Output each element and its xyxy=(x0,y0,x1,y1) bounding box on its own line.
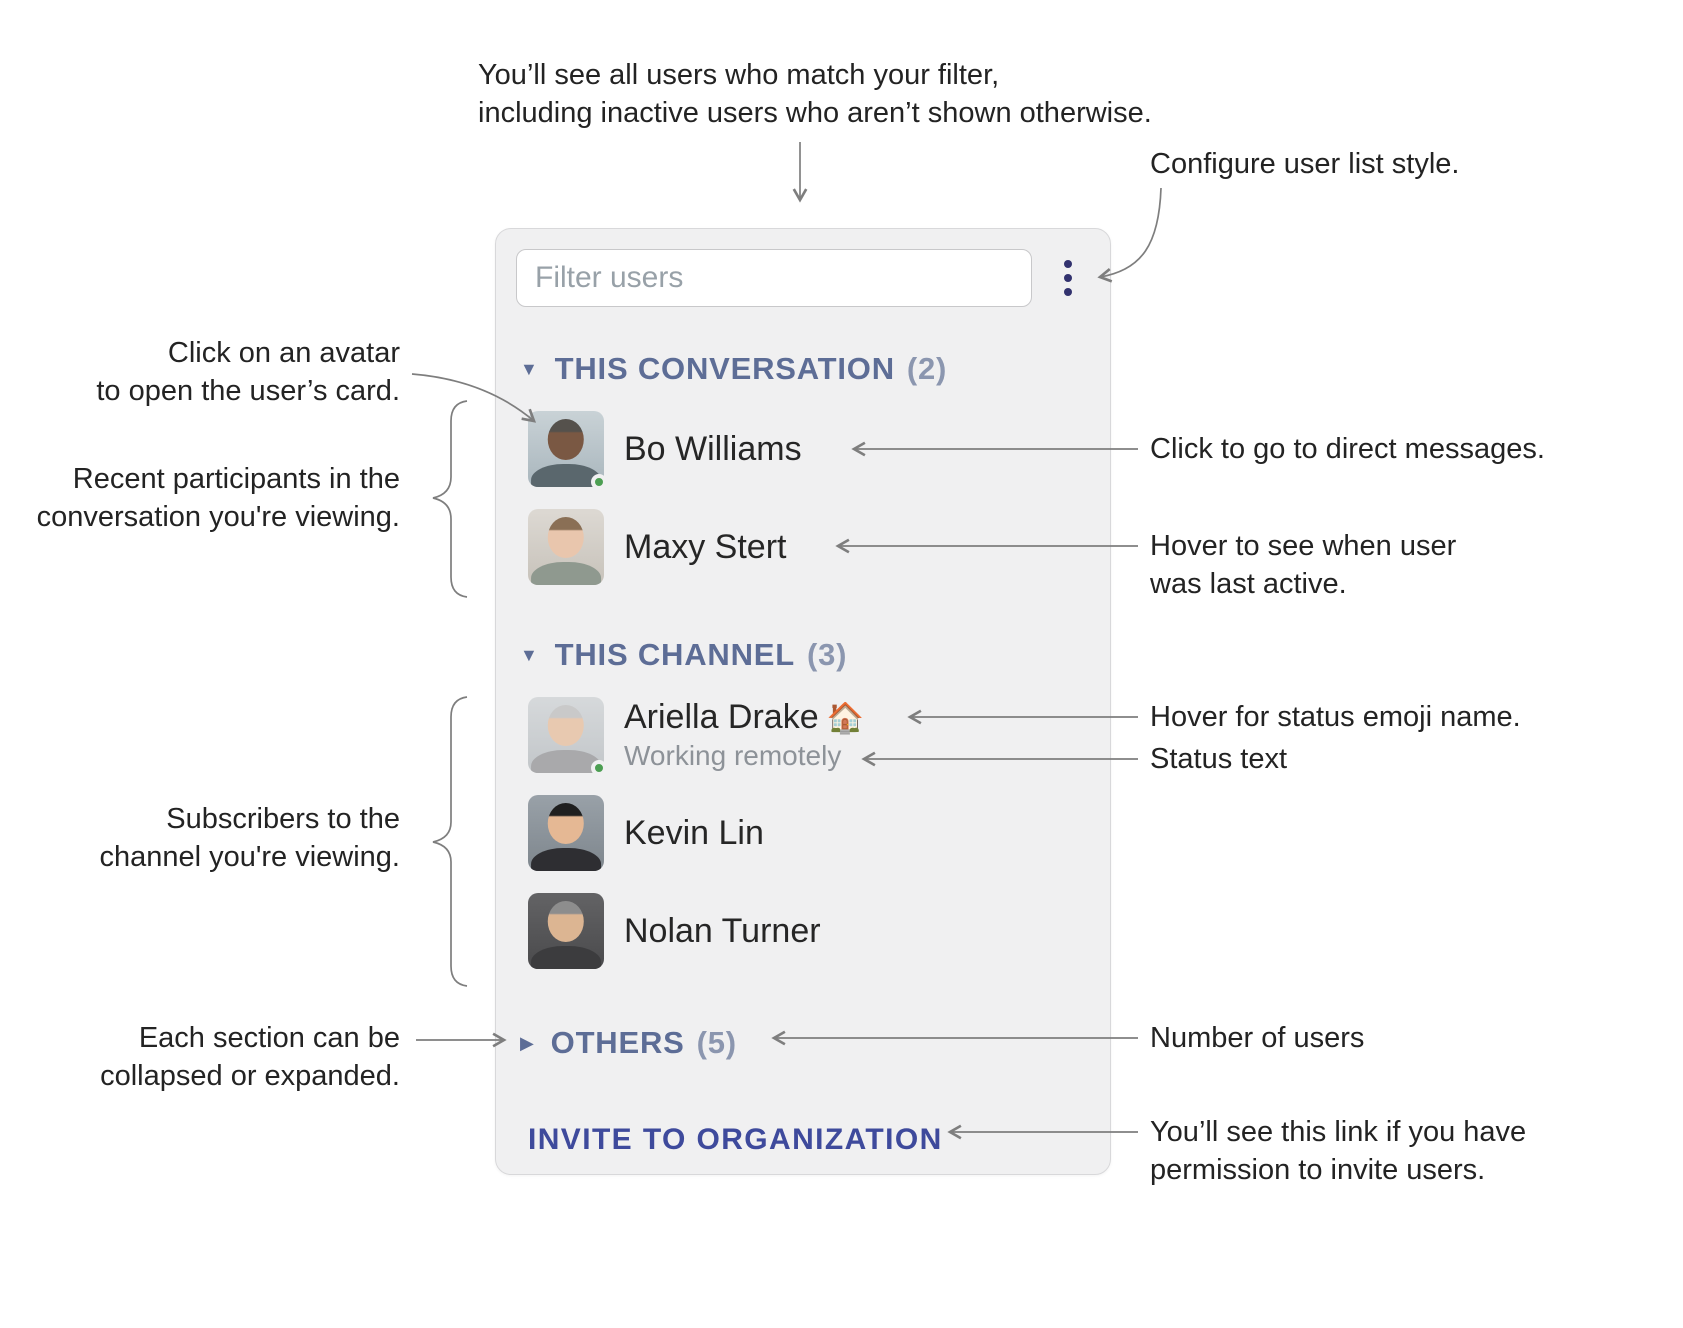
section-count: (5) xyxy=(696,1025,737,1060)
user-name: Maxy Stert xyxy=(624,527,787,566)
presence-dot xyxy=(591,760,607,776)
brace-recent-participants xyxy=(432,400,468,598)
section-header-this-channel[interactable]: ▼ THIS CHANNEL (3) xyxy=(516,637,1090,673)
avatar-image xyxy=(528,893,604,969)
annotation-status-text: Status text xyxy=(1150,743,1288,775)
section-count: (2) xyxy=(906,351,948,386)
kebab-menu-icon xyxy=(1064,274,1072,282)
avatar-image xyxy=(528,411,604,487)
collapse-triangle-icon: ▼ xyxy=(520,359,539,379)
section-title: THIS CONVERSATION xyxy=(554,351,895,386)
collapse-triangle-icon: ▶ xyxy=(520,1033,535,1053)
brace-subscribers xyxy=(432,696,468,987)
user-row-ariella-drake[interactable]: Ariella Drake🏠 Working remotely xyxy=(516,697,1090,776)
annotation-direct-messages: Click to go to direct messages. xyxy=(1150,433,1545,465)
collapse-triangle-icon: ▼ xyxy=(520,645,539,665)
annotation-recent-participants: Recent participants in the conversation … xyxy=(36,463,400,533)
avatar-ariella-drake[interactable] xyxy=(528,697,607,776)
annotation-collapse-note: Each section can be collapsed or expande… xyxy=(100,1022,400,1092)
invite-to-organization-link[interactable]: INVITE TO ORGANIZATION xyxy=(528,1123,943,1156)
avatar-image xyxy=(528,697,604,773)
annotation-subscribers: Subscribers to the channel you're viewin… xyxy=(99,803,400,873)
annotation-configure: Configure user list style. xyxy=(1150,148,1460,180)
user-info: Ariella Drake🏠 Working remotely xyxy=(624,698,864,772)
avatar-maxy-stert[interactable] xyxy=(528,509,604,585)
annotation-status-emoji: Hover for status emoji name. xyxy=(1150,701,1521,733)
avatar-bo-williams[interactable] xyxy=(528,411,607,490)
user-list-style-menu-button[interactable] xyxy=(1058,254,1078,302)
annotation-avatar-click: Click on an avatar to open the user’s ca… xyxy=(96,337,400,407)
section-count: (3) xyxy=(807,637,848,672)
user-name: Kevin Lin xyxy=(624,813,764,852)
user-info: Kevin Lin xyxy=(624,814,764,853)
user-row-bo-williams[interactable]: Bo Williams xyxy=(516,411,1090,490)
annotation-last-active: Hover to see when user was last active. xyxy=(1150,530,1457,600)
section-title: THIS CHANNEL xyxy=(554,637,795,672)
filter-users-input[interactable] xyxy=(516,249,1032,307)
user-name: Bo Williams xyxy=(624,429,802,468)
status-emoji[interactable]: 🏠 xyxy=(826,702,864,735)
kebab-menu-icon xyxy=(1064,260,1072,268)
section-title: OTHERS xyxy=(550,1025,685,1060)
user-name: Nolan Turner xyxy=(624,911,821,950)
user-row-kevin-lin[interactable]: Kevin Lin xyxy=(516,795,1090,871)
avatar-image xyxy=(528,509,604,585)
annotation-filter-note: You’ll see all users who match your filt… xyxy=(478,59,1152,129)
section-header-others[interactable]: ▶ OTHERS (5) xyxy=(516,1025,1090,1061)
user-info: Nolan Turner xyxy=(624,912,821,951)
avatar-nolan-turner[interactable] xyxy=(528,893,604,969)
user-row-maxy-stert[interactable]: Maxy Stert xyxy=(516,509,1090,585)
avatar-image xyxy=(528,795,604,871)
annotation-user-count: Number of users xyxy=(1150,1022,1365,1054)
section-header-this-conversation[interactable]: ▼ THIS CONVERSATION (2) xyxy=(516,351,1090,387)
presence-dot xyxy=(591,474,607,490)
kebab-menu-icon xyxy=(1064,288,1072,296)
annotation-invite-note: You’ll see this link if you have permiss… xyxy=(1150,1116,1527,1186)
avatar-kevin-lin[interactable] xyxy=(528,795,604,871)
user-info: Bo Williams xyxy=(624,430,802,469)
user-list-panel: ▼ THIS CONVERSATION (2) Bo Williams Maxy… xyxy=(495,228,1111,1175)
filter-row xyxy=(516,249,1090,307)
user-name: Ariella Drake xyxy=(624,698,819,736)
user-row-nolan-turner[interactable]: Nolan Turner xyxy=(516,893,1090,969)
status-text: Working remotely xyxy=(624,740,842,771)
user-info: Maxy Stert xyxy=(624,528,786,567)
